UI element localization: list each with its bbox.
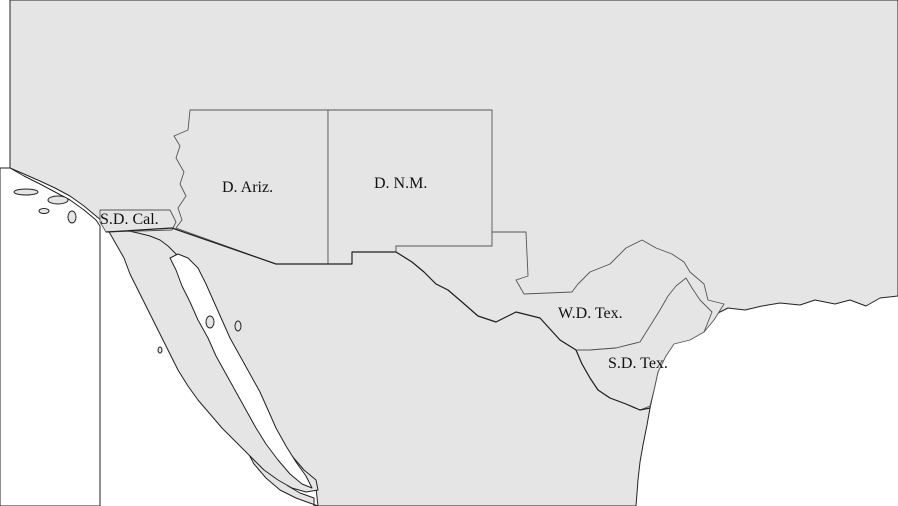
label-sd-tex: S.D. Tex. [608, 355, 668, 372]
district-sd-cal[interactable] [99, 209, 177, 233]
island-2 [38, 208, 50, 214]
island-7 [157, 346, 163, 354]
island-4 [13, 188, 39, 196]
gulf-of-california [169, 253, 313, 489]
island-5 [205, 315, 215, 329]
us-mexico-border [105, 227, 651, 411]
island-1 [47, 195, 69, 205]
pacific-coast [0, 167, 101, 506]
label-sd-cal: S.D. Cal. [100, 211, 159, 228]
label-d-nm: D. N.M. [374, 175, 427, 192]
island-3 [67, 210, 77, 224]
label-d-ariz: D. Ariz. [222, 179, 273, 196]
island-6 [234, 320, 242, 332]
label-wd-tex: W.D. Tex. [558, 305, 623, 322]
